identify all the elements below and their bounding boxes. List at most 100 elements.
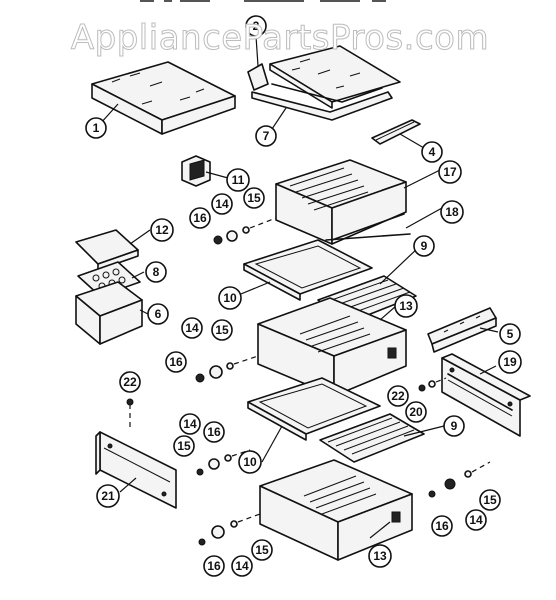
callout-15: 15 [211,319,233,341]
svg-text:16: 16 [193,211,207,225]
callout-17: 17 [438,160,462,184]
svg-text:12: 12 [155,223,169,237]
side-panel-part-21 [95,431,177,509]
svg-text:15: 15 [177,439,191,453]
callout-1: 1 [85,117,107,139]
shelf-part-1 [91,61,236,135]
rod-part-18 [325,233,411,241]
callout-5: 5 [499,323,521,345]
hardware-upper [213,217,277,245]
svg-text:15: 15 [483,493,497,507]
callout-15: 15 [173,435,195,457]
callout-14: 14 [231,555,253,577]
svg-text:14: 14 [185,321,199,335]
hardware-lower-bottom [198,513,261,546]
drawer-part-13-lower [259,459,413,561]
hardware-lower-right [428,461,491,498]
callout-15: 15 [479,489,501,511]
screw-part-22 [126,398,134,406]
callout-18: 18 [440,200,464,224]
rail-part-4 [371,119,421,145]
callout-13: 13 [394,294,418,318]
svg-text:14: 14 [235,559,249,573]
svg-text:19: 19 [503,355,517,369]
callout-14: 14 [465,509,487,531]
svg-text:14: 14 [183,417,197,431]
callout-16: 16 [165,351,187,373]
svg-text:18: 18 [445,205,459,219]
svg-text:15: 15 [255,543,269,557]
callout-14: 14 [211,193,233,215]
svg-text:16: 16 [207,425,221,439]
rail-part-5 [427,307,497,353]
callout-22: 22 [387,385,409,407]
svg-text:22: 22 [123,375,137,389]
callout-15: 15 [251,539,273,561]
callout-16: 16 [203,555,225,577]
svg-text:9: 9 [421,239,428,253]
callout-16: 16 [431,515,453,537]
callout-15: 15 [243,187,265,209]
callout-11: 11 [226,168,250,192]
svg-text:13: 13 [399,299,413,313]
callout-6: 6 [147,303,169,325]
side-panel-part-19 [441,353,531,437]
callout-21: 21 [96,484,120,508]
svg-text:22: 22 [391,389,405,403]
callout-12: 12 [150,218,174,242]
svg-text:14: 14 [469,513,483,527]
callout-9: 9 [413,235,435,257]
callout-14: 14 [181,317,203,339]
svg-text:16: 16 [435,519,449,533]
svg-text:16: 16 [207,559,221,573]
svg-text:7: 7 [263,129,270,143]
svg-text:6: 6 [155,307,162,321]
dairy-bin-assembly [75,229,143,345]
callout-14: 14 [179,413,201,435]
callout-19: 19 [498,350,522,374]
callout-7: 7 [255,125,277,147]
svg-text:8: 8 [153,265,160,279]
svg-text:10: 10 [223,291,237,305]
svg-text:20: 20 [409,405,423,419]
glass-shelf-part-10-upper [243,239,373,301]
callout-22: 22 [119,371,141,393]
callout-16: 16 [203,421,225,443]
callout-4: 4 [421,141,443,163]
drawer-part-17 [275,159,407,245]
callout-9: 9 [443,415,465,437]
shelf-frame-part-7 [247,63,393,121]
svg-text:16: 16 [169,355,183,369]
cropped-header-strip [140,0,400,3]
svg-text:5: 5 [507,327,514,341]
callout-2: 2 [245,15,267,37]
svg-text:14: 14 [215,197,229,211]
drawer-part-13-upper [257,297,407,397]
svg-text:13: 13 [373,549,387,563]
hardware-lower-mid [196,449,251,476]
callout-20: 20 [405,401,427,423]
svg-text:2: 2 [253,19,260,33]
hardware-right-screws [418,377,447,392]
glass-shelf-part-10-lower [247,377,381,441]
svg-text:9: 9 [451,419,458,433]
callout-8: 8 [145,261,167,283]
svg-text:17: 17 [443,165,457,179]
svg-text:11: 11 [232,173,245,187]
svg-text:15: 15 [247,191,261,205]
svg-text:21: 21 [101,489,115,503]
leader-lines [99,35,499,539]
svg-text:10: 10 [243,455,257,469]
svg-text:1: 1 [93,121,100,135]
bracket-part-11 [181,155,211,187]
callout-13: 13 [368,544,392,568]
svg-text:4: 4 [429,145,436,159]
hardware-middle-left [195,355,259,383]
grille-part-9-lower [319,413,425,463]
callout-16: 16 [189,207,211,229]
shelf-part-2 [269,45,401,109]
callout-10: 10 [218,286,242,310]
callout-10: 10 [238,450,262,474]
